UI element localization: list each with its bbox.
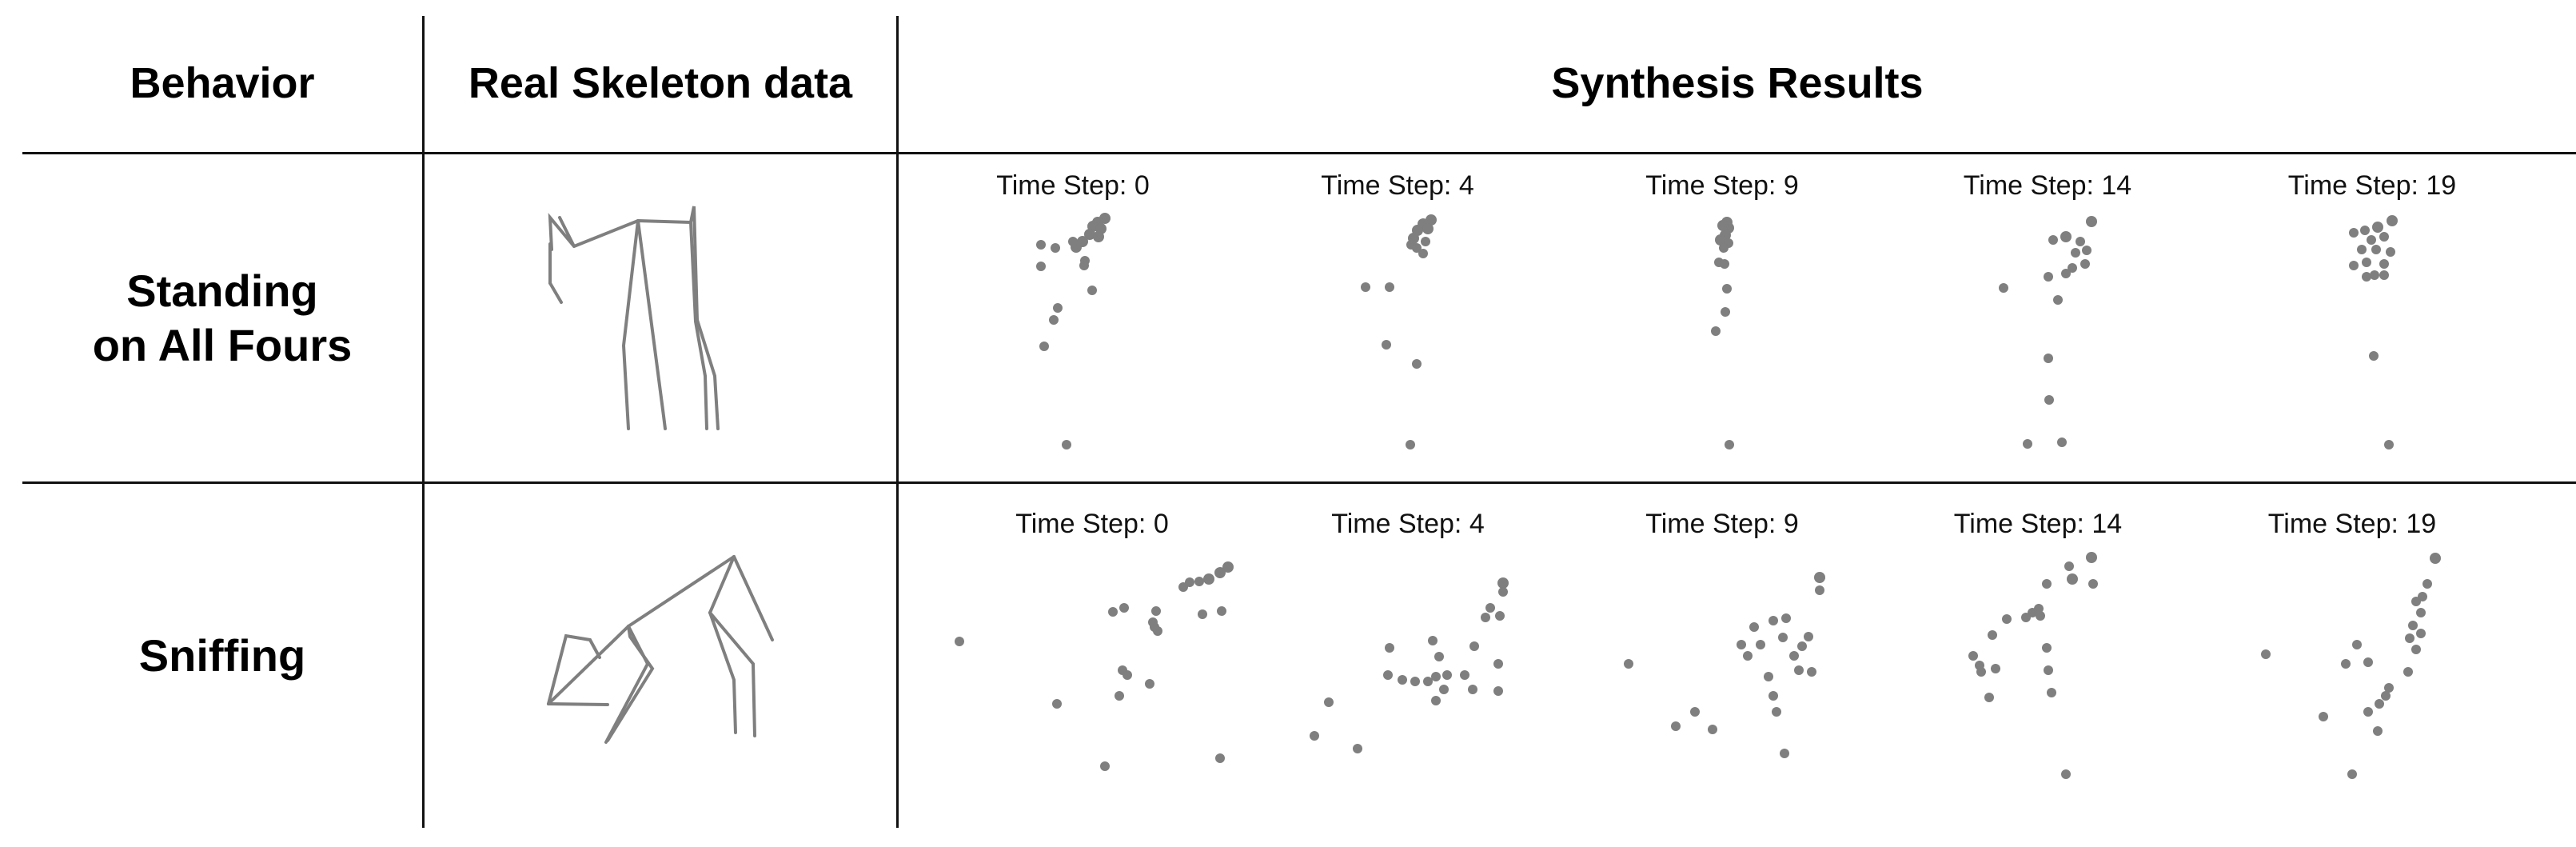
row-divider-rule [22, 481, 2576, 484]
dots-standing-t4 [1361, 214, 1437, 449]
timestep-label: Time Step: 19 [2287, 170, 2457, 201]
dots-sniffing-t0 [955, 561, 1234, 771]
dots-sniffing-t14 [1968, 552, 2098, 779]
timestep-label: Time Step: 9 [1645, 509, 1799, 539]
column-divider-1 [422, 16, 425, 828]
dots-standing-t19 [2349, 215, 2398, 449]
timestep-label: Time Step: 14 [1953, 509, 2123, 539]
timestep-label: Time Step: 0 [996, 170, 1150, 201]
skeleton-standing [548, 206, 720, 430]
dots-sniffing-t9 [1624, 572, 1825, 758]
row-label-line1: Standing [126, 266, 318, 316]
timestep-label: Time Step: 0 [1015, 509, 1169, 539]
timestep-label: Time Step: 14 [1963, 170, 2132, 201]
timestep-label: Time Step: 4 [1331, 509, 1485, 539]
header-synthesis-results: Synthesis Results [1551, 59, 1924, 107]
dots-sniffing-t4 [1310, 577, 1509, 753]
dots-standing-t0 [1036, 213, 1111, 449]
header-behavior: Behavior [130, 59, 315, 107]
skeleton-sniffing [547, 555, 774, 744]
row-label-standing: Standing on All Fours [22, 264, 422, 373]
header-real-skeleton: Real Skeleton data [468, 59, 853, 107]
row-label-line1: Sniffing [138, 630, 306, 681]
row-label-line2: on All Fours [92, 320, 353, 370]
row-label-sniffing: Sniffing [22, 629, 422, 683]
header-rule [22, 152, 2576, 154]
timestep-label: Time Step: 19 [2267, 509, 2437, 539]
timestep-label: Time Step: 9 [1645, 170, 1799, 201]
dots-sniffing-t19 [2261, 553, 2441, 779]
dots-standing-t9 [1711, 217, 1734, 449]
timestep-label: Time Step: 4 [1321, 170, 1474, 201]
column-divider-2 [896, 16, 899, 828]
dots-standing-t14 [1999, 216, 2097, 449]
